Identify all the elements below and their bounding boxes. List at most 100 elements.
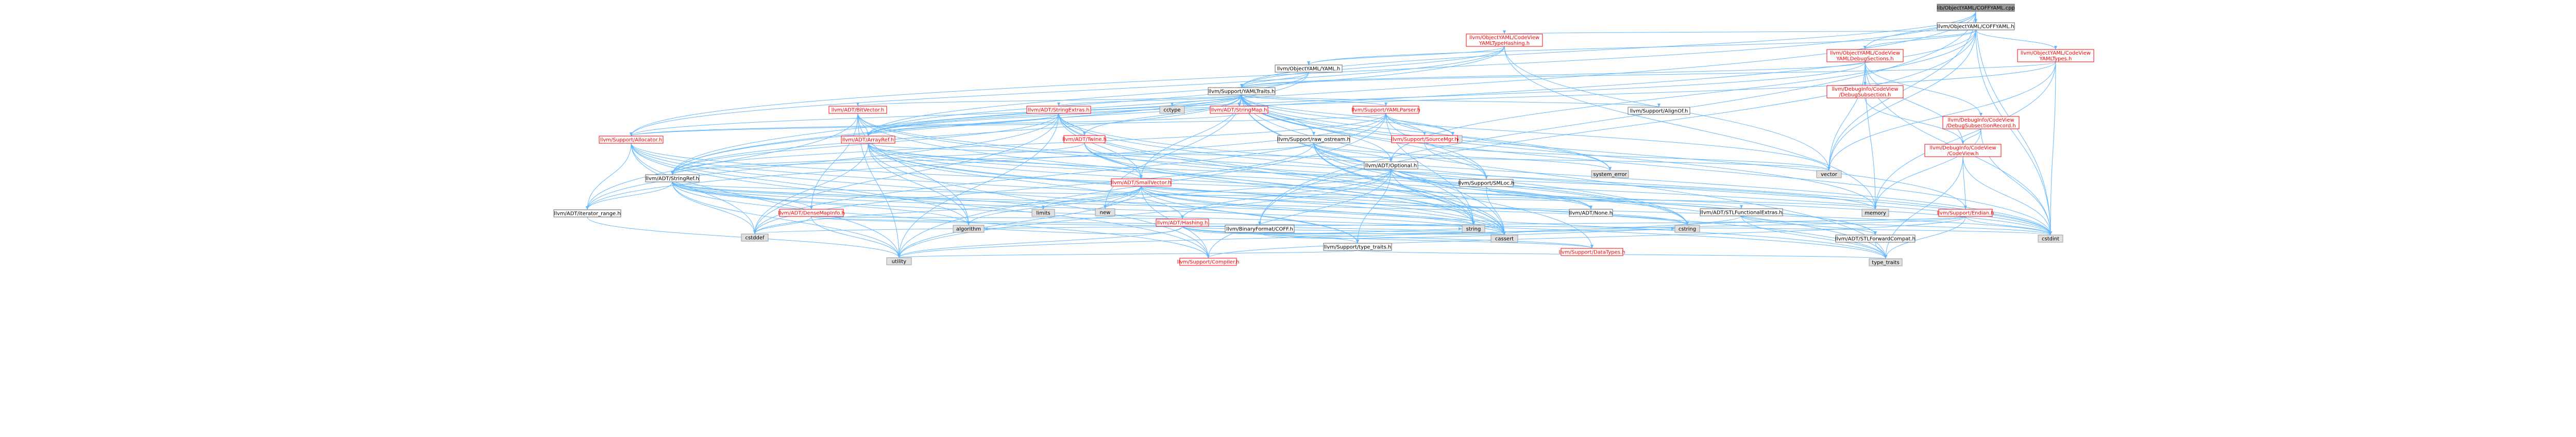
- edge-allocator-to-cassert: [631, 143, 1506, 236]
- edge-smallvector-to-limits: [1042, 186, 1142, 210]
- edge-densemapinfo-to-utility: [811, 216, 901, 258]
- node-debugsubsectionrecord[interactable]: llvm/DebugInfo/CodeView/DebugSubsectionR…: [1942, 116, 2020, 129]
- node-smallvector[interactable]: llvm/ADT/SmallVector.h: [1111, 178, 1172, 187]
- node-label: llvm/Support/type_traits.h: [1324, 245, 1391, 250]
- edge-yamlparser-to-system_error: [1385, 113, 1612, 171]
- edge-yamltraits-to-vector: [1241, 94, 1831, 171]
- node-cv_typehashing[interactable]: llvm/ObjectYAML/CodeViewYAMLTypeHashing.…: [1466, 33, 1543, 47]
- edge-hashing-to-algorithm: [984, 226, 1183, 234]
- node-hashing[interactable]: llvm/ADT/Hashing.h: [1156, 218, 1209, 227]
- node-datatypes[interactable]: llvm/Support/DataTypes.h: [1558, 248, 1625, 256]
- edge-binaryformat_coff-to-datatypes: [1259, 232, 1594, 249]
- node-label: llvm/ObjectYAML/YAML.h: [1277, 66, 1341, 72]
- edge-cv_typehashing-to-memory: [1504, 46, 1877, 210]
- node-label: llvm/ObjectYAML/CodeView: [1830, 51, 1900, 56]
- edge-cv_types-to-cstdint: [2049, 61, 2056, 236]
- edge-smallvector-to-memory: [1141, 186, 1877, 210]
- edge-raw_ostream-to-optional: [1313, 142, 1393, 162]
- node-label: /DebugSubsection.h: [1839, 92, 1891, 98]
- edge-endian-to-cassert: [1503, 216, 1966, 236]
- node-endian[interactable]: llvm/Support/Endian.h: [1937, 209, 1994, 217]
- node-allocator[interactable]: llvm/Support/Allocator.h: [599, 136, 664, 144]
- node-bitvector[interactable]: llvm/ADT/BitVector.h: [828, 106, 887, 114]
- node-stlfunctionalextras[interactable]: llvm/ADT/STLFunctionalExtras.h: [1700, 208, 1783, 216]
- edge-stringextras-to-arrayref: [867, 113, 1059, 137]
- edge-yamltraits-to-map: [1241, 94, 1454, 136]
- node-sourcemgr[interactable]: llvm/Support/SourceMgr.h: [1391, 135, 1458, 143]
- edge-raw_ostream-to-stringref: [671, 142, 1314, 175]
- edge-optional-to-hashing: [1181, 169, 1392, 220]
- node-yamltraits[interactable]: llvm/Support/YAMLTraits.h: [1208, 87, 1276, 95]
- node-vector: vector: [1816, 170, 1842, 178]
- node-label: llvm/ADT/STLForwardCompat.h: [1835, 237, 1916, 242]
- edge-coffyaml_h-to-cv_typehashing: [1503, 29, 1976, 35]
- node-objyaml_yaml[interactable]: llvm/ObjectYAML/YAML.h: [1275, 64, 1343, 73]
- edge-cv_typehashing-to-yamltraits: [1240, 46, 1505, 88]
- node-label: vector: [1821, 172, 1838, 178]
- edge-arrayref-to-compiler: [868, 143, 1210, 259]
- edge-densemapinfo-to-cstdint: [811, 216, 2052, 236]
- edge-stringref-to-utility: [672, 181, 901, 258]
- edge-bitvector-to-utility: [857, 113, 901, 258]
- node-codeview_h[interactable]: llvm/DebugInfo/CodeView/CodeView.h: [1924, 144, 2002, 157]
- edge-twine-to-cassert: [1084, 142, 1506, 236]
- edge-optional-to-utility: [897, 169, 1392, 258]
- node-label: lib/ObjectYAML/COFFYAML.cpp: [1937, 6, 2015, 11]
- edge-stringref-to-iterator_range: [586, 181, 673, 210]
- node-label: /CodeView.h: [1947, 151, 1978, 157]
- edge-yamltraits-to-allocator: [630, 94, 1242, 137]
- node-label: llvm/Support/Endian.h: [1937, 211, 1994, 216]
- node-yamlparser[interactable]: llvm/Support/YAMLParser.h: [1351, 106, 1420, 114]
- edge-stringref-to-stlfunctionalextras: [672, 181, 1743, 209]
- edge-cv_types-to-arrayref: [867, 61, 2056, 137]
- edge-densemapinfo-to-hashing: [811, 215, 1183, 220]
- node-densemapinfo[interactable]: llvm/ADT/DenseMapInfo.h: [778, 209, 845, 217]
- node-optional[interactable]: llvm/ADT/Optional.h: [1364, 161, 1418, 170]
- edge-cv_typehashing-to-allocator: [630, 46, 1505, 137]
- node-compiler[interactable]: llvm/Support/Compiler.h: [1177, 258, 1240, 266]
- node-arrayref[interactable]: llvm/ADT/ArrayRef.h: [841, 136, 895, 144]
- node-stringextras[interactable]: llvm/ADT/StringExtras.h: [1026, 106, 1091, 114]
- edge-yamlparser-to-stringref: [671, 113, 1386, 175]
- edge-yamlparser-to-allocator: [630, 113, 1386, 137]
- node-cv_debugsections[interactable]: llvm/ObjectYAML/CodeViewYAMLDebugSection…: [1826, 49, 1904, 62]
- node-stringmap[interactable]: llvm/ADT/StringMap.h: [1210, 106, 1268, 114]
- edge-yamltraits-to-new: [1104, 94, 1242, 209]
- node-type_traits_h[interactable]: llvm/Support/type_traits.h: [1323, 243, 1392, 251]
- edge-stringref-to-type_traits: [672, 181, 1887, 259]
- node-cstring: cstring: [1674, 225, 1700, 233]
- node-label: llvm/ADT/StringExtras.h: [1028, 108, 1090, 113]
- node-twine[interactable]: llvm/ADT/Twine.h: [1062, 135, 1107, 143]
- node-label: llvm/ADT/Hashing.h: [1157, 221, 1208, 226]
- edge-arrayref-to-memory: [868, 143, 1877, 210]
- node-label: llvm/ADT/None.h: [1569, 211, 1613, 216]
- edge-yamltraits-to-endian: [1241, 94, 1967, 210]
- node-smloc[interactable]: llvm/Support/SMLoc.h: [1459, 179, 1515, 187]
- edge-optional-to-cassert: [1391, 169, 1506, 236]
- node-debugsubsection[interactable]: llvm/DebugInfo/CodeView/DebugSubsection.…: [1826, 85, 1904, 98]
- node-stlforwardcompat[interactable]: llvm/ADT/STLForwardCompat.h: [1835, 234, 1916, 243]
- edge-endian-to-cstdint: [1965, 216, 2052, 236]
- node-utility: utility: [886, 257, 912, 265]
- node-iterator_range[interactable]: llvm/ADT/iterator_range.h: [553, 209, 621, 217]
- node-none[interactable]: llvm/ADT/None.h: [1569, 209, 1613, 217]
- edge-twine-to-cstdint: [1084, 142, 2052, 236]
- edge-yamltraits-to-cstdint: [1241, 94, 2052, 236]
- edge-densemapinfo-to-cstddef: [753, 216, 812, 234]
- node-root[interactable]: lib/ObjectYAML/COFFYAML.cpp: [1937, 4, 2015, 12]
- edge-cv_debugsections-to-yamltraits: [1240, 61, 1866, 88]
- edge-coffyaml_h-to-cv_debugsections: [1863, 29, 1976, 50]
- node-raw_ostream[interactable]: llvm/Support/raw_ostream.h: [1277, 135, 1350, 143]
- edge-smallvector-to-cstddef: [753, 186, 1142, 234]
- node-label: llvm/ObjectYAML/CodeView: [2021, 51, 2091, 56]
- node-label: cstddef: [745, 236, 765, 241]
- node-label: llvm/ADT/DenseMapInfo.h: [778, 211, 845, 216]
- node-binaryformat_coff[interactable]: llvm/BinaryFormat/COFF.h: [1225, 225, 1295, 233]
- node-stringref[interactable]: llvm/ADT/StringRef.h: [645, 174, 700, 182]
- edge-coffyaml_h-to-objyaml_yaml: [1307, 29, 1976, 65]
- node-coffyaml_h[interactable]: llvm/ObjectYAML/COFFYAML.h: [1937, 22, 2015, 30]
- node-algorithm: algorithm: [953, 225, 985, 233]
- node-alignof[interactable]: llvm/Support/AlignOf.h: [1628, 107, 1690, 115]
- edge-root-to-binaryformat_coff: [1258, 11, 1976, 226]
